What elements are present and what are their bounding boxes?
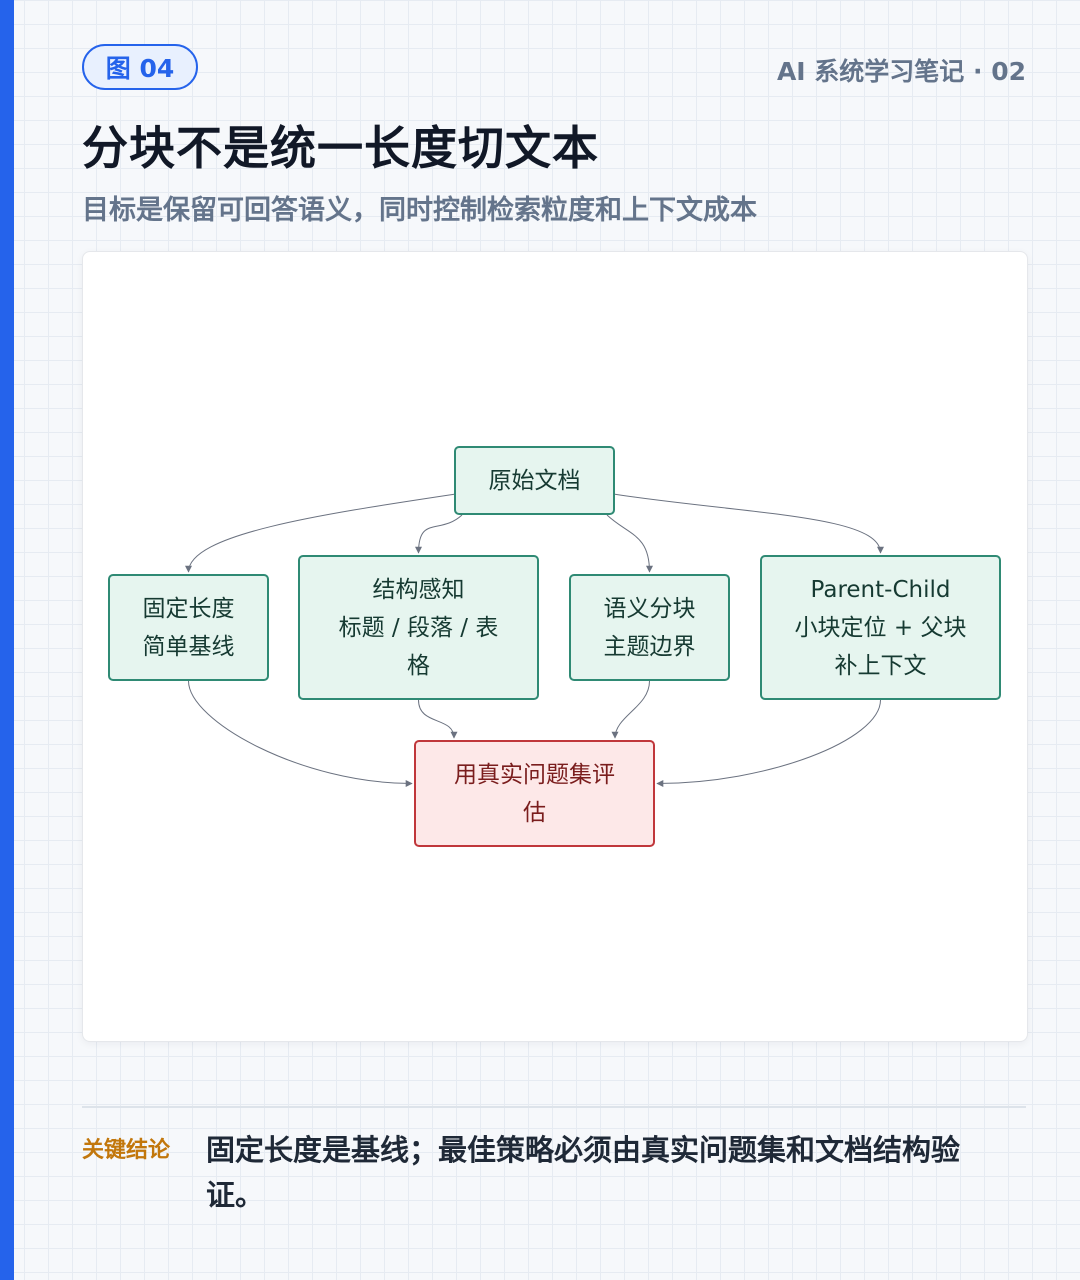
node-structure-aware: 结构感知标题 / 段落 / 表格 (298, 555, 539, 700)
node-label: 结构感知标题 / 段落 / 表格 (339, 571, 499, 685)
edge-parent-to-eval (656, 699, 881, 787)
accent-bar (0, 0, 14, 1280)
node-parent-child: Parent-Child 小块定位 + 父块补上下文 (760, 555, 1001, 700)
node-label-line: 固定长度 (142, 595, 235, 622)
node-label: 固定长度简单基线 (143, 590, 235, 666)
node-label-line: 原始文档 (488, 467, 581, 494)
edge-structure-to-eval (418, 699, 458, 739)
node-label: Parent-Child 小块定位 + 父块补上下文 (795, 571, 967, 685)
conclusion-label: 关键结论 (82, 1138, 171, 1163)
node-label: 用真实问题集评估 (454, 756, 615, 832)
node-label-line: 主题边界 (603, 633, 696, 660)
page-subtitle: 目标是保留可回答语义，同时控制检索粒度和上下文成本 (82, 195, 757, 226)
node-real-question-eval: 用真实问题集评估 (414, 740, 655, 847)
figure-badge: 图 04 (82, 44, 198, 90)
node-label-line: 语义分块 (603, 595, 696, 622)
diagram-edges (185, 493, 884, 787)
node-label: 原始文档 (489, 462, 581, 500)
diagram-card: 原始文档 固定长度简单基线 结构感知标题 / 段落 / 表格 语义分块主题边界 … (82, 251, 1028, 1042)
edge-source-to-structure (415, 514, 463, 554)
node-label-line: 简单基线 (142, 633, 235, 660)
page-title: 分块不是统一长度切文本 (82, 121, 599, 175)
series-label: AI 系统学习笔记 · 02 (776, 57, 1026, 86)
edge-source-to-fixed (185, 493, 455, 573)
node-label-line: 标题 / 段落 / 表 (338, 614, 499, 641)
node-source-document: 原始文档 (454, 446, 615, 515)
edge-source-to-semantic (606, 514, 653, 573)
node-label: 语义分块主题边界 (604, 590, 696, 666)
edge-semantic-to-eval (611, 680, 650, 739)
node-label-line: 补上下文 (834, 652, 927, 679)
node-label-line: 格 (407, 652, 430, 679)
edge-fixed-to-eval (188, 680, 413, 787)
node-label-line: Parent-Child (810, 576, 951, 603)
section-divider (82, 1106, 1026, 1108)
node-label-line: 估 (523, 799, 546, 826)
node-semantic-chunking: 语义分块主题边界 (569, 574, 730, 681)
node-label-line: 用真实问题集评 (454, 761, 615, 788)
node-label-line: 结构感知 (372, 576, 465, 603)
edge-source-to-parent (614, 493, 884, 554)
conclusion-text: 固定长度是基线；最佳策略必须由真实问题集和文档结构验证。 (206, 1133, 961, 1212)
node-fixed-length: 固定长度简单基线 (108, 574, 269, 681)
node-label-line: 小块定位 + 父块 (794, 614, 967, 641)
